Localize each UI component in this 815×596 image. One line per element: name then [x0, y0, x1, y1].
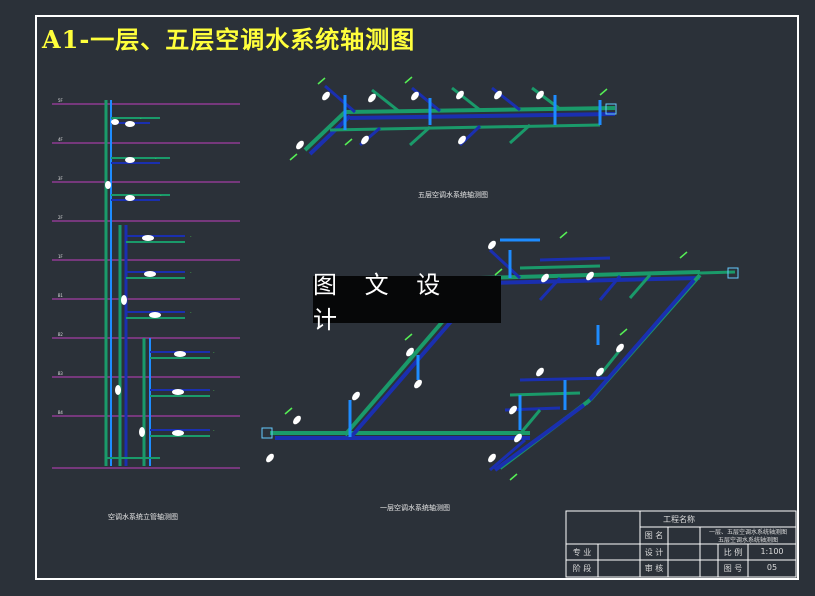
drawing-title: A1-一层、五层空调水系统轴测图: [42, 25, 416, 54]
svg-text:-: -: [190, 310, 192, 315]
scale-value: 1:100: [760, 547, 784, 556]
svg-text:4F: 4F: [58, 137, 63, 142]
drawing-frame: [35, 15, 799, 580]
svg-text:5F: 5F: [58, 98, 63, 103]
svg-text:-: -: [160, 193, 162, 198]
stage-label: 阶 段: [572, 564, 592, 573]
svg-text:-: -: [213, 388, 215, 393]
drawing-name-label: 图 名: [644, 531, 664, 540]
svg-text:-: -: [140, 116, 142, 121]
svg-text:-: -: [190, 270, 192, 275]
first-floor-caption: 一层空调水系统轴测图: [380, 504, 450, 512]
watermark: 图 文 设 计: [313, 271, 501, 334]
sheet-number-label: 图 号: [723, 564, 743, 573]
svg-text:B3: B3: [58, 371, 63, 376]
project-name-label: 工程名称: [663, 515, 695, 524]
svg-text:2F: 2F: [58, 215, 63, 220]
svg-text:-: -: [190, 234, 192, 239]
review-label: 审 核: [644, 564, 664, 573]
scale-label: 比 例: [723, 548, 743, 557]
svg-text:-: -: [155, 156, 157, 161]
drawing-name-value-1: 一层、五层空调水系统轴测图: [708, 529, 787, 536]
fifth-floor-axonometric: [289, 76, 617, 161]
svg-text:-: -: [213, 428, 215, 433]
svg-text:-: -: [213, 350, 215, 355]
svg-text:3F: 3F: [58, 176, 63, 181]
svg-text:B2: B2: [58, 332, 63, 337]
svg-text:B4: B4: [58, 410, 63, 415]
svg-text:B1: B1: [58, 293, 63, 298]
major-label: 专 业: [572, 548, 592, 557]
sheet-number-value: 05: [766, 563, 778, 572]
title-block-frame: [565, 510, 797, 578]
design-label: 设 计: [644, 548, 664, 557]
svg-text:1F: 1F: [58, 254, 63, 259]
riser-diagram-caption: 空调水系统立管轴测图: [108, 513, 178, 521]
fifth-floor-caption: 五层空调水系统轴测图: [418, 191, 488, 199]
drawing-name-value-2: 五层空调水系统轴测图: [717, 537, 778, 544]
